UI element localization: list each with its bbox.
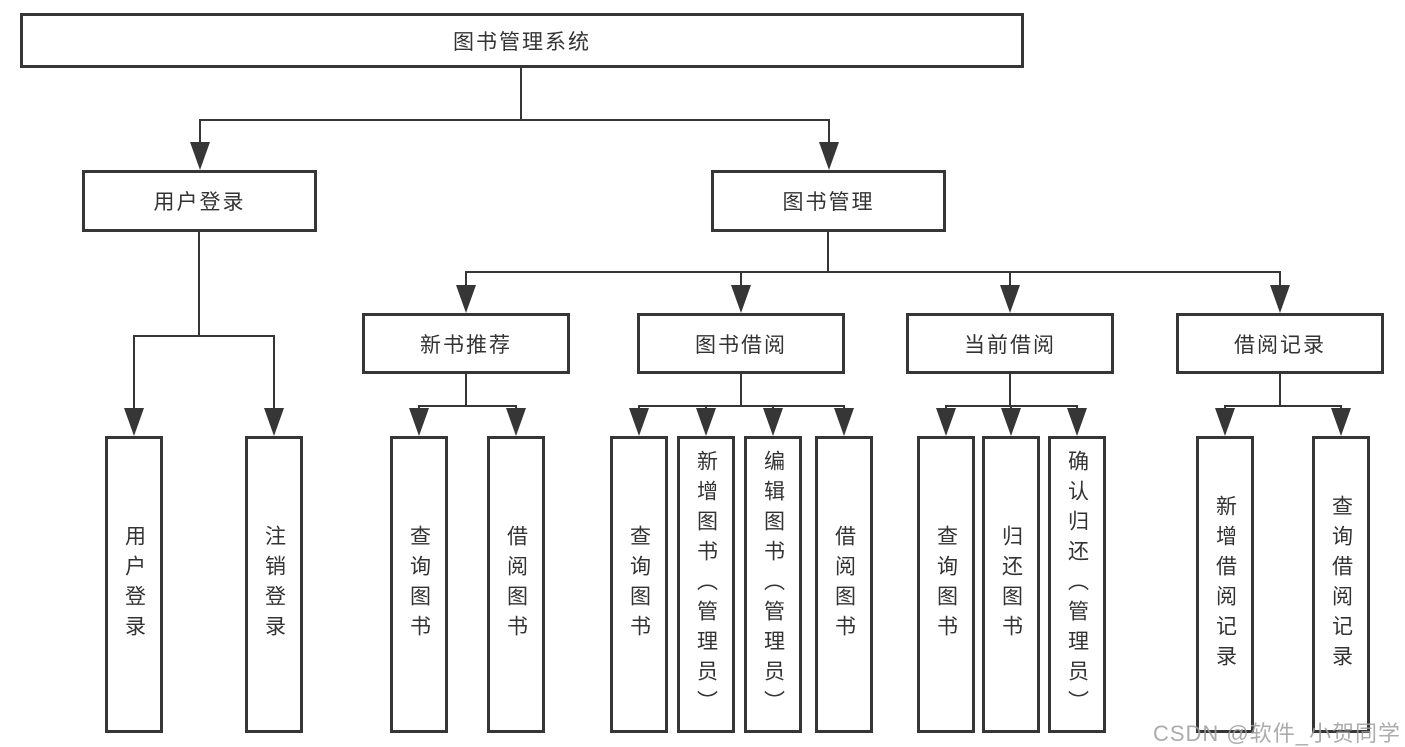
connector-group-horizontal: [1225, 405, 1342, 407]
leaf-borrow-books-recommend: 借阅图书: [487, 436, 545, 733]
node-label: 注销登录: [262, 524, 286, 645]
arrow-down-icon: [696, 408, 716, 436]
arrow-down-icon: [124, 408, 144, 436]
node-label: 查询图书: [407, 524, 431, 645]
node-label: 图书借阅: [695, 333, 787, 357]
node-label: 借阅图书: [504, 524, 528, 645]
node-borrowing-records: 借阅记录: [1176, 313, 1384, 374]
leaf-query-books-recommend: 查询图书: [390, 436, 448, 733]
leaf-add-books-admin: 新增图书（管理员）: [677, 436, 735, 733]
arrow-down-icon: [1270, 285, 1290, 313]
leaf-add-borrow-record: 新增借阅记录: [1196, 436, 1254, 733]
connector-group-horizontal: [639, 405, 845, 407]
connector-level2-horizontal: [199, 119, 830, 121]
arrow-down-icon: [1215, 408, 1235, 436]
connector-group-horizontal: [419, 405, 517, 407]
node-label: 新增图书（管理员）: [694, 449, 718, 720]
leaf-confirm-return-admin: 确认归还（管理员）: [1048, 436, 1106, 733]
leaf-edit-books-admin: 编辑图书（管理员）: [744, 436, 802, 733]
arrow-down-icon: [190, 142, 210, 170]
node-label: 借阅图书: [832, 524, 856, 645]
arrow-down-icon: [1331, 408, 1351, 436]
arrow-down-icon: [506, 408, 526, 436]
node-label: 归还图书: [999, 524, 1023, 645]
connector-drop: [133, 335, 135, 411]
arrow-down-icon: [456, 285, 476, 313]
arrow-down-icon: [629, 408, 649, 436]
connector-drop: [828, 119, 830, 144]
connector-root-trunk: [520, 68, 522, 120]
node-label: 查询图书: [627, 524, 651, 645]
arrow-down-icon: [409, 408, 429, 436]
node-label: 用户登录: [153, 191, 246, 214]
connector-drop: [740, 271, 742, 289]
connector-user-login-trunk: [198, 232, 200, 337]
node-label: 查询借阅记录: [1329, 494, 1353, 675]
node-label: 图书管理: [782, 191, 875, 214]
connector-user-login-horizontal: [133, 335, 274, 337]
connector-drop: [1009, 271, 1011, 289]
leaf-borrow-books: 借阅图书: [815, 436, 873, 733]
connector-drop: [273, 335, 275, 411]
arrow-down-icon: [731, 285, 751, 313]
connector-level3-horizontal: [466, 271, 1281, 273]
leaf-logout: 注销登录: [245, 436, 303, 733]
node-label: 编辑图书（管理员）: [761, 449, 785, 720]
connector-drop: [1279, 271, 1281, 289]
connector-group-horizontal: [946, 405, 1078, 407]
node-label: 确认归还（管理员）: [1065, 449, 1089, 720]
node-label: 用户登录: [122, 524, 146, 645]
arrow-down-icon: [1067, 408, 1087, 436]
connector-group-trunk: [1279, 374, 1281, 407]
leaf-query-books-current: 查询图书: [917, 436, 975, 733]
connector-book-management-trunk: [827, 232, 829, 273]
node-label: 图书管理系统: [453, 30, 591, 54]
leaf-return-books: 归还图书: [982, 436, 1040, 733]
arrow-down-icon: [1001, 408, 1021, 436]
connector-group-trunk: [465, 374, 467, 407]
connector-group-trunk: [1009, 374, 1011, 407]
arrow-down-icon: [1000, 285, 1020, 313]
arrow-down-icon: [936, 408, 956, 436]
node-user-login: 用户登录: [82, 170, 317, 232]
node-label: 新增借阅记录: [1213, 494, 1237, 675]
node-label: 查询图书: [934, 524, 958, 645]
leaf-query-books-borrowing: 查询图书: [610, 436, 668, 733]
arrow-down-icon: [819, 142, 839, 170]
node-book-borrowing: 图书借阅: [637, 313, 845, 374]
node-new-book-recommendation: 新书推荐: [362, 313, 570, 374]
connector-group-trunk: [740, 374, 742, 407]
node-label: 新书推荐: [420, 333, 512, 357]
connector-drop: [465, 271, 467, 289]
csdn-watermark: CSDN @软件_小贺同学: [1152, 721, 1401, 746]
leaf-query-borrow-record: 查询借阅记录: [1312, 436, 1370, 733]
node-root-book-management-system: 图书管理系统: [20, 13, 1024, 68]
connector-drop: [199, 119, 201, 144]
node-label: 当前借阅: [964, 333, 1056, 357]
arrow-down-icon: [834, 408, 854, 436]
leaf-user-login: 用户登录: [105, 436, 163, 733]
node-current-borrowing: 当前借阅: [906, 313, 1114, 374]
arrow-down-icon: [264, 408, 284, 436]
node-label: 借阅记录: [1234, 333, 1326, 357]
arrow-down-icon: [763, 408, 783, 436]
node-book-management: 图书管理: [711, 170, 946, 232]
